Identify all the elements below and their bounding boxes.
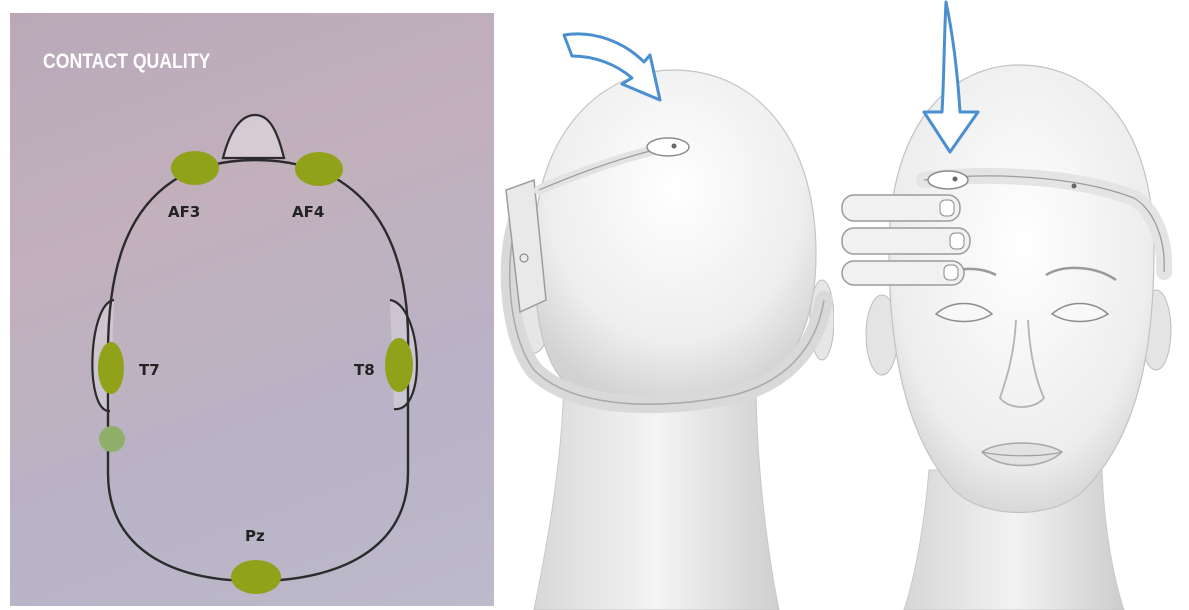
label-af3: AF3	[168, 203, 200, 221]
label-t7: T7	[139, 361, 160, 379]
front-sensor-pad	[928, 171, 968, 189]
label-pz: Pz	[245, 527, 265, 545]
head-back	[534, 70, 816, 408]
fingernail-3	[944, 265, 958, 280]
front-sensor-dot	[953, 177, 958, 182]
sensor-reference	[99, 426, 125, 452]
front-view-illustration	[834, 0, 1189, 610]
sensor-af4	[295, 152, 343, 186]
fingers	[842, 195, 970, 285]
sensor-pad	[647, 138, 689, 156]
nose-outline	[223, 115, 284, 158]
front-sensor-dot-2	[1072, 184, 1077, 189]
contact-quality-panel: CONTACT QUALITY AF3 AF4 T7 T8 Pz	[10, 13, 494, 606]
sensor-t7	[98, 342, 124, 394]
label-t8: T8	[354, 361, 375, 379]
back-view-illustration	[494, 0, 834, 610]
sensor-pad-dot	[672, 144, 677, 149]
label-af4: AF4	[292, 203, 324, 221]
fingernail-2	[950, 233, 964, 249]
neck	[534, 380, 779, 610]
head-map-diagram: AF3 AF4 T7 T8 Pz	[10, 13, 494, 606]
sensor-t8	[385, 338, 413, 392]
sensor-pz	[231, 560, 281, 594]
fingernail-1	[940, 200, 954, 216]
sensor-af3	[171, 151, 219, 185]
